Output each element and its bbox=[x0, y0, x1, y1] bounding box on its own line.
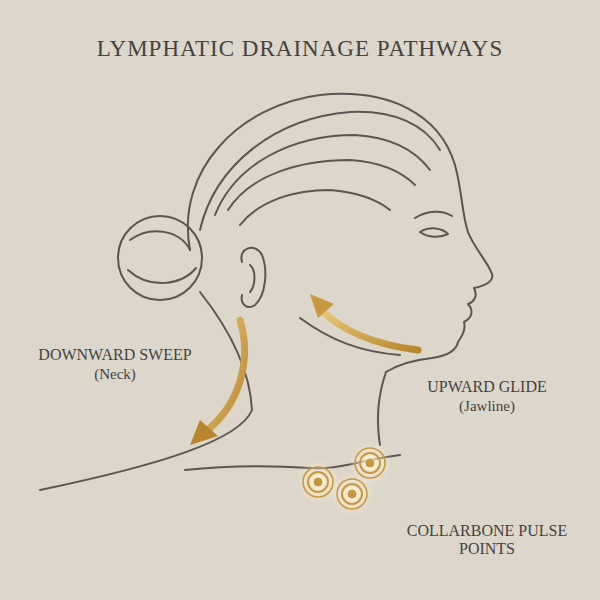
hair-bun bbox=[128, 268, 196, 283]
hair-strand bbox=[228, 160, 415, 210]
downward-sweep-arrow bbox=[205, 320, 245, 432]
area-label: (Neck) bbox=[30, 366, 200, 383]
brow bbox=[415, 212, 452, 218]
pulse-points bbox=[296, 441, 392, 516]
stroke-label: DOWNWARD SWEEP bbox=[30, 346, 200, 364]
face-profile bbox=[386, 165, 492, 372]
throat-line bbox=[378, 372, 386, 445]
ear bbox=[241, 248, 265, 307]
hair-strand bbox=[215, 135, 430, 215]
arrow-head bbox=[310, 294, 334, 318]
eye bbox=[420, 228, 448, 236]
arrow-head bbox=[190, 420, 218, 445]
hair-strand bbox=[240, 190, 390, 225]
hair-strand bbox=[200, 112, 440, 230]
points-label: COLLARBONE PULSE POINTS bbox=[392, 522, 582, 559]
upward-glide-arrow bbox=[322, 310, 418, 350]
stroke-label: UPWARD GLIDE bbox=[392, 378, 582, 396]
neck-back bbox=[40, 292, 252, 490]
diagram-title: LYMPHATIC DRAINAGE PATHWAYS bbox=[20, 36, 580, 62]
head-outline bbox=[188, 94, 455, 250]
hair-bun bbox=[118, 216, 202, 300]
area-label: (Jawline) bbox=[392, 398, 582, 415]
ear bbox=[250, 265, 255, 292]
jaw-line bbox=[300, 318, 400, 355]
hair-bun bbox=[130, 231, 190, 250]
